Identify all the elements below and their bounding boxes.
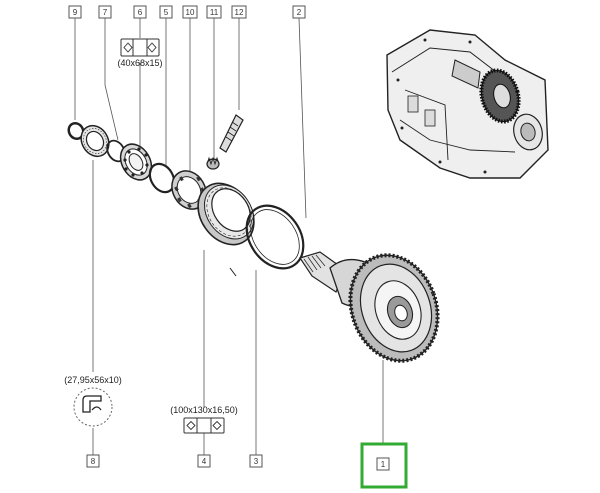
gearbox-overview-image [386, 29, 549, 179]
callout-10[interactable]: 10 [182, 5, 198, 19]
callout-8-label: 8 [91, 457, 96, 466]
callout-10-label: 10 [186, 8, 195, 17]
callout-1-label: 1 [381, 460, 386, 469]
bearing-4-dimensions: (100x130x16,50) [170, 405, 238, 415]
callout-1-highlighted[interactable]: 1 [360, 442, 408, 489]
seal-8-dimensions: (27,95x56x10) [64, 375, 122, 385]
differential-assembly-1 [299, 251, 440, 363]
leader-lines [74, 17, 384, 455]
callout-12[interactable]: 12 [231, 5, 247, 19]
callout-5-label: 5 [164, 8, 169, 17]
callout-12-label: 12 [235, 8, 244, 17]
callout-11-label: 11 [210, 8, 219, 17]
callout-6[interactable]: 6 [133, 5, 147, 19]
callout-8[interactable]: 8 [86, 454, 100, 468]
bearing-small [80, 124, 110, 158]
callout-9-label: 9 [73, 8, 78, 17]
pinion-11 [206, 156, 220, 170]
drive-pin-12 [219, 114, 244, 153]
shim-ring-3 [229, 204, 305, 277]
bearing-6-dimensions: (40x68x15) [117, 58, 162, 68]
bearing-4 [197, 182, 255, 246]
seal-8-spec: (27,95x56x10) [64, 375, 122, 427]
callout-3-label: 3 [254, 457, 259, 466]
snap-ring-5 [148, 162, 176, 194]
callout-6-label: 6 [138, 8, 143, 17]
callout-7-label: 7 [103, 8, 108, 17]
bearing-4-spec: (100x130x16,50) [170, 405, 238, 434]
callout-7[interactable]: 7 [98, 5, 112, 19]
callout-4[interactable]: 4 [197, 454, 211, 468]
callout-4-label: 4 [202, 457, 207, 466]
callout-5[interactable]: 5 [159, 5, 173, 19]
circlip-9 [67, 121, 85, 141]
callout-2[interactable]: 2 [292, 5, 306, 19]
bearing-10 [171, 170, 207, 210]
callout-11[interactable]: 11 [206, 5, 222, 19]
bearing-6 [119, 143, 153, 181]
bearing-6-spec: (40x68x15) [117, 38, 163, 68]
callout-9[interactable]: 9 [68, 5, 82, 19]
callout-3[interactable]: 3 [249, 454, 263, 468]
callout-2-label: 2 [297, 8, 302, 17]
